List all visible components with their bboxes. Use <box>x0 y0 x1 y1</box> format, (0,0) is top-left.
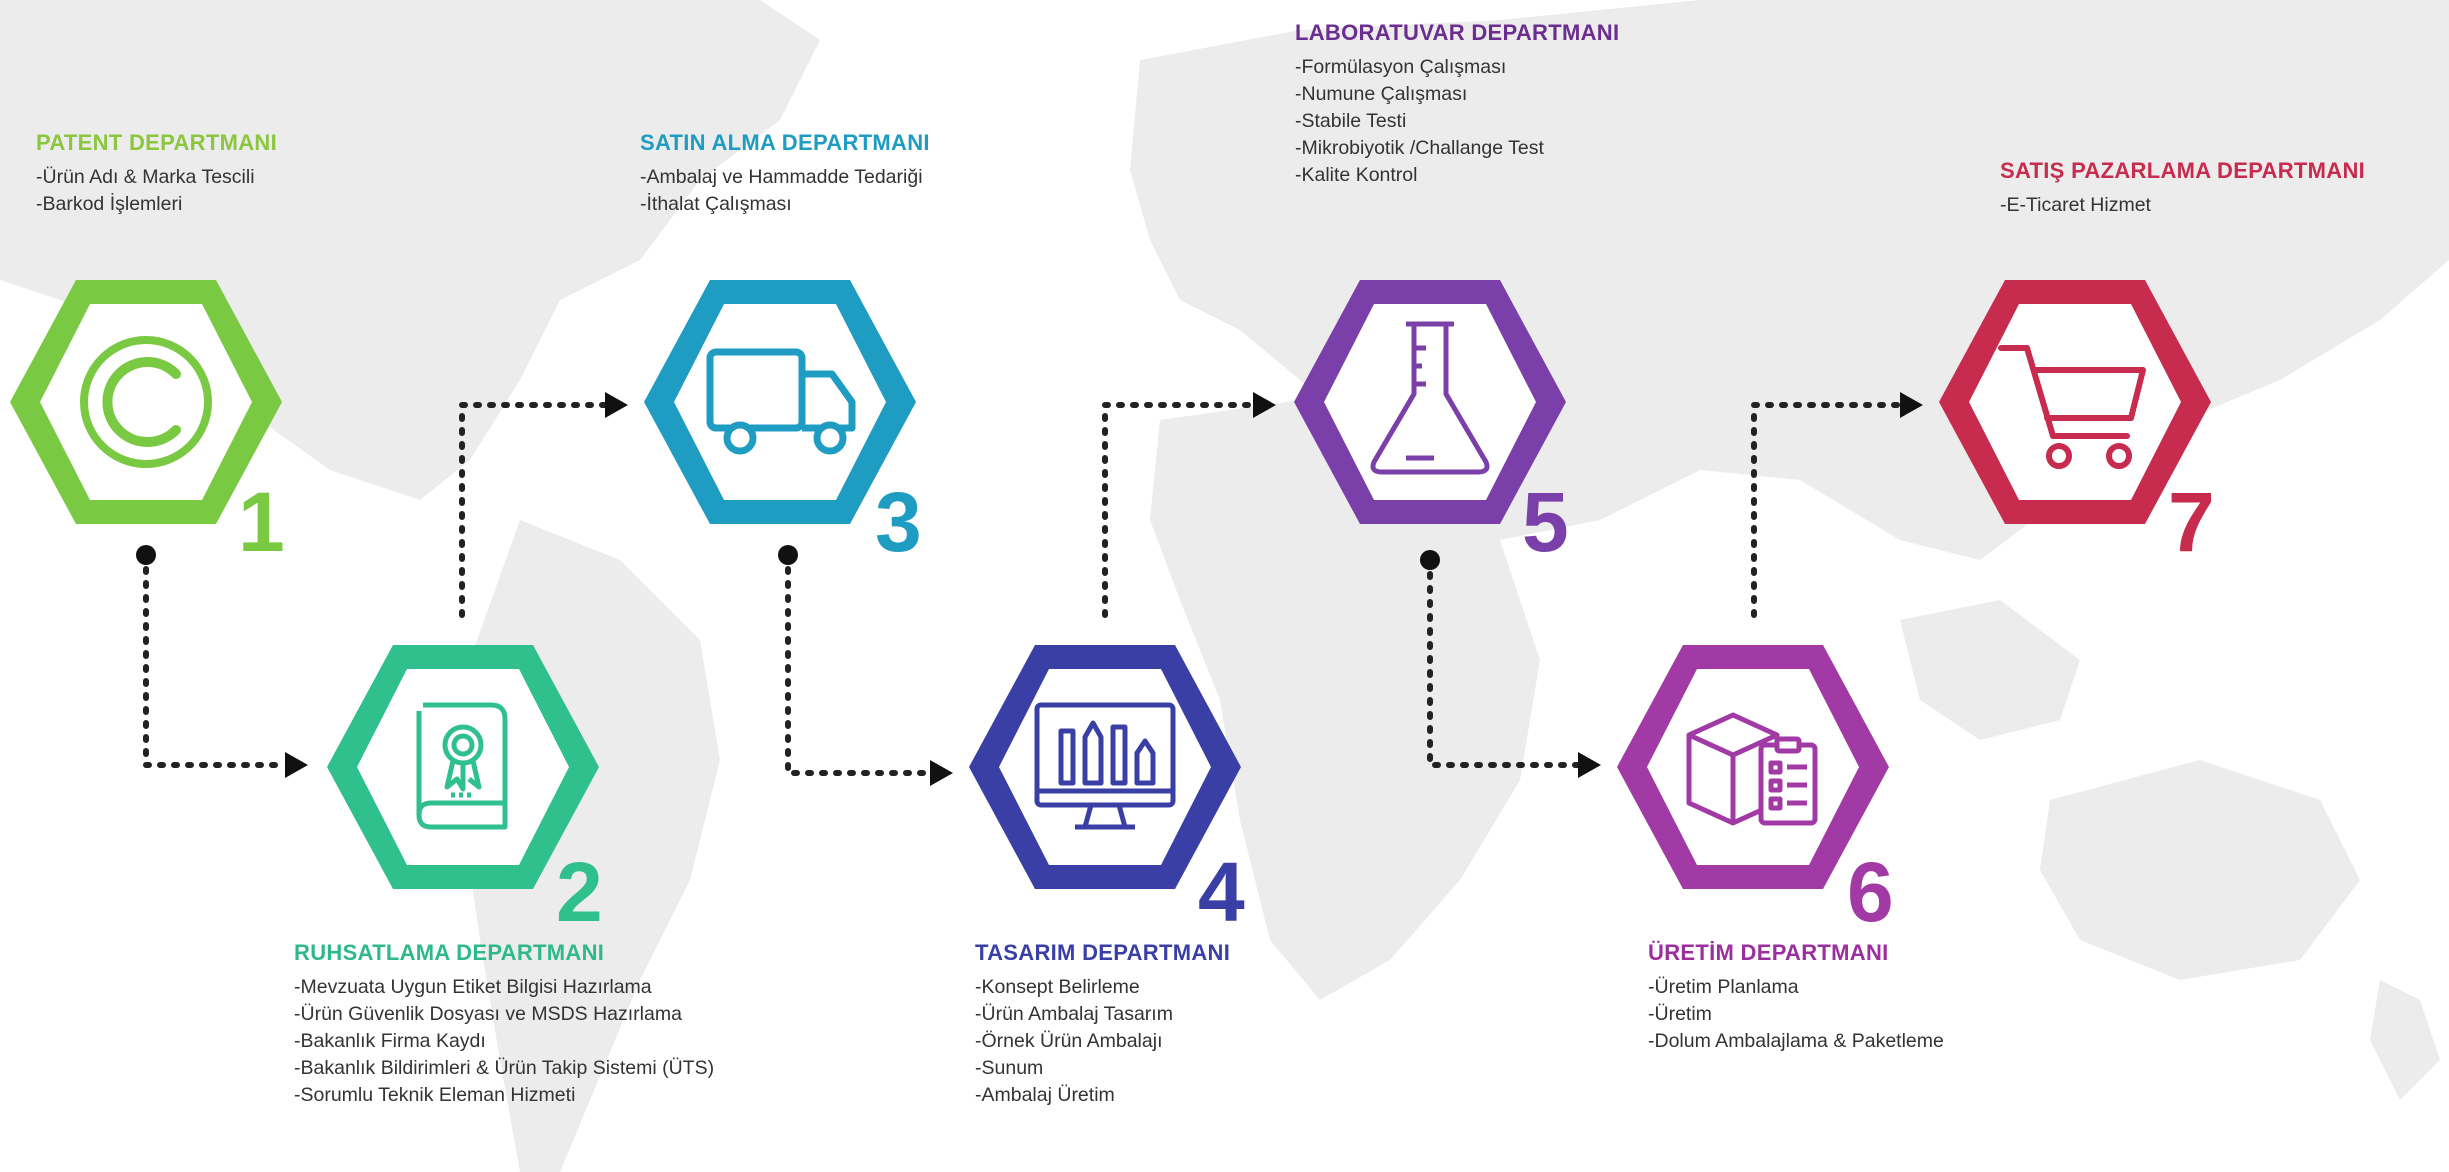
connector-6-7 <box>1751 402 1903 618</box>
connector-1-2 <box>143 552 288 768</box>
arrowhead-to-3 <box>605 392 628 418</box>
arrowhead-to-7 <box>1900 392 1923 418</box>
connector-3-4 <box>785 552 933 776</box>
connector-5-6 <box>1427 557 1581 768</box>
arrowhead-to-5 <box>1253 392 1276 418</box>
connector-4-5 <box>1102 402 1256 618</box>
arrowhead-to-2 <box>285 752 308 778</box>
connector-2-3 <box>459 402 608 618</box>
arrowhead-to-4 <box>930 760 953 786</box>
connector-start-dot-1 <box>136 545 156 565</box>
arrowhead-to-6 <box>1578 752 1601 778</box>
connector-start-dot-3 <box>778 545 798 565</box>
connector-start-dot-5 <box>1420 550 1440 570</box>
